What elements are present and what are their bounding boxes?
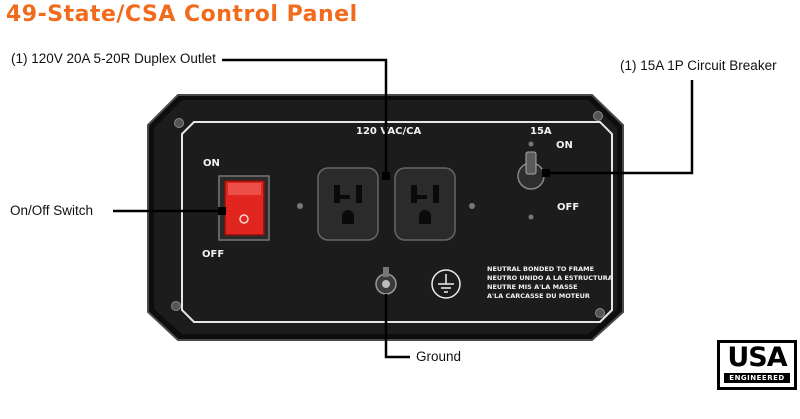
outlet-callout: (1) 120V 20A 5-20R Duplex Outlet <box>11 51 216 66</box>
breaker-off-label: OFF <box>557 202 579 213</box>
logo-usa-text: USA <box>727 342 787 373</box>
panel-inner-border <box>181 121 613 323</box>
ground-leader-line <box>384 294 410 359</box>
outlet-receptacle-left <box>334 185 362 224</box>
voltage-label: 120 VAC/CA <box>356 126 421 137</box>
breaker-callout: (1) 15A 1P Circuit Breaker <box>620 58 777 73</box>
neutral-text-line-3: NEUTRE MIS A'LA MASSE <box>487 283 578 291</box>
on-off-rocker-switch[interactable] <box>218 175 270 241</box>
neutral-text-line-2: NEUTRO UNIDO A LA ESTRUCTURA <box>487 274 613 282</box>
duplex-outlet <box>297 167 475 241</box>
breaker-leader-line <box>545 80 694 175</box>
usa-engineered-logo: USA ENGINEERED <box>717 340 797 390</box>
outlet-receptacle-right <box>411 185 439 224</box>
neutral-text-line-4: A'LA CARCASSE DU MOTEUR <box>487 292 590 300</box>
switch-callout: On/Off Switch <box>10 203 94 218</box>
panel-face <box>154 100 617 334</box>
outlet-leader-line <box>222 58 388 176</box>
ground-callout: Ground <box>416 349 462 364</box>
neutral-text-line-1: NEUTRAL BONDED TO FRAME <box>487 265 594 273</box>
callout-leaders <box>113 58 694 359</box>
ground-symbol-icon <box>431 269 461 299</box>
page-title: 49-State/CSA Control Panel <box>6 2 358 27</box>
circuit-breaker[interactable] <box>517 141 545 220</box>
breaker-on-label: ON <box>556 140 573 151</box>
ground-terminal <box>375 267 397 295</box>
logo-engineered-text: ENGINEERED <box>724 373 790 383</box>
switch-off-label: OFF <box>202 249 224 260</box>
switch-on-label: ON <box>203 158 220 169</box>
panel-screws <box>171 111 605 318</box>
breaker-rating-label: 15A <box>530 126 552 137</box>
